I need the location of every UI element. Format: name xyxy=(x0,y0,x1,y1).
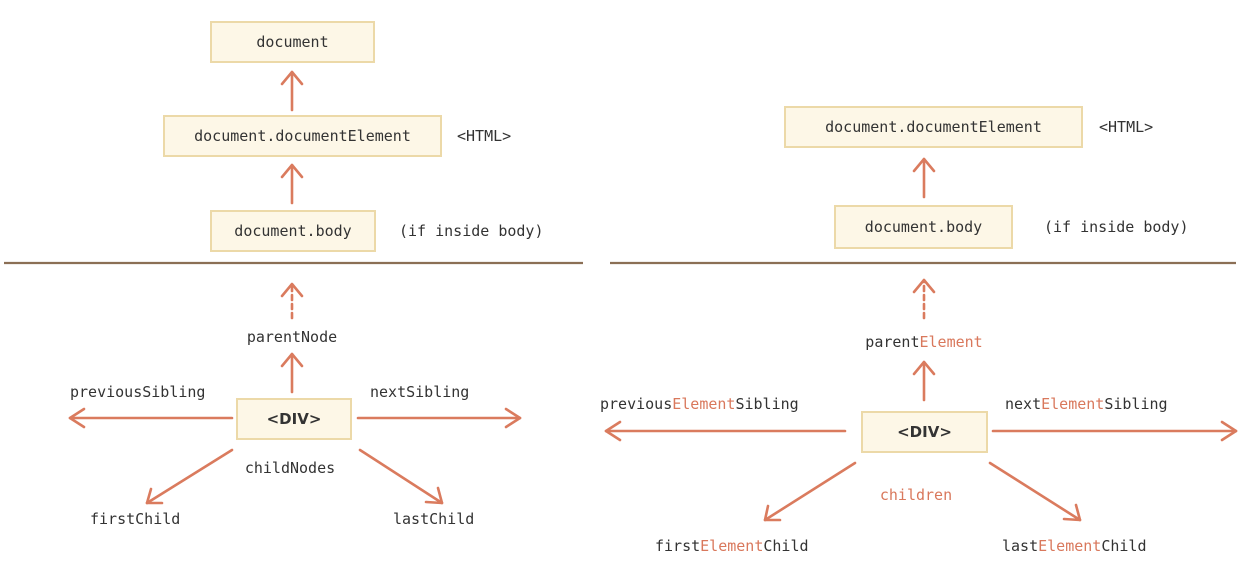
right-prev-suffix: Sibling xyxy=(735,395,799,413)
right-document-element-text: document.documentElement xyxy=(825,118,1042,136)
right-prev-prefix: previous xyxy=(600,395,673,413)
right-arrow-nextelementsibling xyxy=(991,420,1238,442)
right-html-tag: <HTML> xyxy=(1099,118,1154,136)
left-firstchild-label: firstChild xyxy=(90,510,181,528)
left-document-box: document xyxy=(210,21,375,63)
right-arrow-body-to-documentelement xyxy=(912,157,936,199)
right-first-prefix: first xyxy=(655,537,701,555)
right-last-suffix: Child xyxy=(1101,537,1147,555)
right-parentelement-accent: Element xyxy=(919,333,983,351)
right-parentelement-label: parentElement xyxy=(865,333,982,351)
right-document-element-box: document.documentElement xyxy=(784,106,1083,148)
left-arrow-lastchild xyxy=(358,448,444,505)
left-document-text: document xyxy=(256,33,329,51)
right-lastelementchild-label: lastElementChild xyxy=(1002,537,1147,555)
left-arrow-parentnode xyxy=(280,352,304,394)
right-arrow-dashed-parent xyxy=(912,278,936,320)
left-document-element-text: document.documentElement xyxy=(194,127,411,145)
right-parentelement-prefix: parent xyxy=(865,333,920,351)
left-nextsibling-label: nextSibling xyxy=(370,383,470,401)
left-document-element-box: document.documentElement xyxy=(163,115,442,157)
right-next-accent: Element xyxy=(1041,395,1105,413)
left-arrow-nextsibling xyxy=(356,407,522,429)
left-parentnode-label: parentNode xyxy=(246,328,338,346)
right-first-accent: Element xyxy=(700,537,764,555)
right-firstelementchild-label: firstElementChild xyxy=(655,537,809,555)
right-nextelementsibling-label: nextElementSibling xyxy=(1005,395,1168,413)
right-div-text: <DIV> xyxy=(897,423,952,441)
right-arrow-lastelementchild xyxy=(988,461,1082,522)
left-div-text: <DIV> xyxy=(266,410,322,428)
left-html-tag: <HTML> xyxy=(457,127,512,145)
left-if-inside-body: (if inside body) xyxy=(399,222,544,240)
left-body-box: document.body xyxy=(210,210,376,252)
right-arrow-parentelement xyxy=(912,360,936,402)
right-last-accent: Element xyxy=(1038,537,1102,555)
left-arrow-previoussibling xyxy=(68,407,234,429)
left-previoussibling-label: previousSibling xyxy=(70,383,206,401)
left-arrow-body-to-documentelement xyxy=(280,163,304,205)
left-div-box: <DIV> xyxy=(236,398,352,440)
right-body-box: document.body xyxy=(834,205,1013,249)
right-last-prefix: last xyxy=(1002,537,1039,555)
right-arrow-previouselementsibling xyxy=(604,420,847,442)
left-childnodes-label: childNodes xyxy=(244,459,336,477)
right-body-text: document.body xyxy=(864,218,983,236)
right-children-label: children xyxy=(879,486,953,504)
right-div-box: <DIV> xyxy=(861,411,988,453)
right-previouselementsibling-label: previousElementSibling xyxy=(600,395,799,413)
left-body-text: document.body xyxy=(234,222,352,240)
right-next-suffix: Sibling xyxy=(1104,395,1168,413)
left-arrow-firstchild xyxy=(145,448,234,505)
left-arrow-documentelement-to-document xyxy=(280,70,304,112)
left-lastchild-label: lastChild xyxy=(393,510,475,528)
right-prev-accent: Element xyxy=(672,395,736,413)
right-next-prefix: next xyxy=(1005,395,1042,413)
right-arrow-firstelementchild xyxy=(763,461,857,522)
left-arrow-dashed-parent xyxy=(280,282,304,320)
right-if-inside-body: (if inside body) xyxy=(1044,218,1189,236)
right-first-suffix: Child xyxy=(763,537,809,555)
